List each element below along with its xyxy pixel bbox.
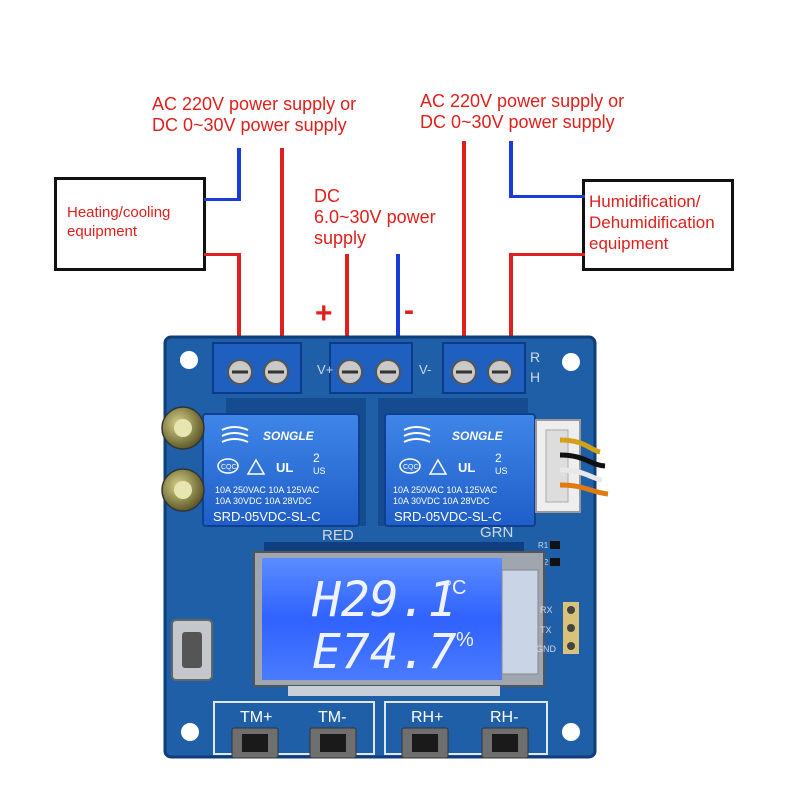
humidification-label-line3: equipment	[589, 234, 669, 253]
right-supply-label-line1: AC 220V power supply or	[420, 91, 625, 111]
lcd-screen	[262, 558, 502, 680]
heating-cooling-box: Heating/cooling equipment	[54, 177, 206, 271]
relay-spec-line1: 10A 250VAC 10A 125VAC	[393, 485, 498, 495]
heating-cooling-label-line1: Heating/cooling	[67, 204, 171, 221]
songle-logo-icon	[221, 426, 249, 443]
songle-logo-icon	[403, 426, 431, 443]
plus-sign: +	[315, 297, 333, 330]
mount-hole	[181, 723, 199, 741]
micro-usb-port[interactable]	[171, 619, 213, 681]
sensor-connector	[535, 419, 609, 513]
rh-minus-label: RH-	[490, 709, 518, 726]
mount-hole	[562, 723, 580, 741]
h-silk: H	[530, 369, 540, 385]
terminal-block-power	[329, 342, 413, 394]
right-red-equipment-wire-horizontal	[509, 253, 585, 256]
heating-cooling-label-line2: equipment	[67, 223, 138, 240]
rh-minus-button[interactable]	[481, 727, 529, 759]
lcd-pins-bottom	[288, 686, 500, 696]
r-silk: R	[530, 349, 540, 365]
left-supply-label-line2: DC 0~30V power supply	[152, 115, 347, 135]
tm-button-frame	[213, 701, 375, 755]
warning-triangle-icon	[428, 458, 448, 475]
right-red-equipment-wire-vertical	[509, 253, 513, 345]
relay-brand: SONGLE	[263, 429, 315, 443]
capacitor-bottom	[161, 468, 205, 512]
left-blue-wire-horizontal	[204, 198, 241, 201]
relay-spec-line1: 10A 250VAC 10A 125VAC	[215, 485, 320, 495]
ul-number: 2	[313, 451, 320, 465]
terminal-block-right	[442, 342, 526, 394]
tm-minus-button[interactable]	[309, 727, 357, 759]
dc-supply-label-line2: 6.0~30V power	[314, 207, 436, 227]
relay-model: SRD-05VDC-SL-C	[394, 509, 502, 524]
relay-model: SRD-05VDC-SL-C	[213, 509, 321, 524]
mount-hole	[180, 351, 198, 369]
ul-mark-icon: UL	[276, 460, 293, 475]
humidification-label-line2: Dehumidification	[589, 213, 715, 232]
red-led-label: RED	[322, 527, 354, 544]
humidification-box: Humidification/ Dehumidification equipme…	[582, 179, 734, 271]
lcd-line1-unit: °C	[444, 577, 466, 599]
minus-sign: -	[404, 294, 414, 327]
right-blue-wire-vertical	[509, 141, 513, 198]
left-red-equipment-wire-horizontal	[204, 253, 241, 256]
ul-us: US	[495, 466, 508, 476]
tm-plus-button[interactable]	[231, 727, 279, 759]
serial-header	[563, 602, 579, 654]
relay-right: SONGLE CQC UL 2 US 10A 250VAC 10A 125VAC…	[384, 413, 536, 527]
ul-number: 2	[495, 451, 502, 465]
grn-led-label: GRN	[480, 524, 513, 541]
ul-mark-icon: UL	[458, 460, 475, 475]
cqc-mark: CQC	[403, 464, 419, 471]
left-red-supply-wire	[280, 148, 284, 345]
gnd-label: GND	[536, 644, 557, 654]
rh-plus-label: RH+	[411, 709, 443, 726]
left-red-equipment-wire-vertical	[237, 253, 241, 345]
tm-minus-label: TM-	[318, 709, 346, 726]
capacitor-top	[161, 406, 205, 450]
v-plus-silk: V+	[317, 362, 333, 377]
relay-spec-line2: 10A 30VDC 10A 28VDC	[393, 496, 490, 506]
ul-us: US	[313, 466, 326, 476]
dc-positive-wire	[345, 254, 349, 345]
cqc-mark: CQC	[221, 464, 237, 471]
relay-brand: SONGLE	[452, 429, 504, 443]
rh-button-frame	[384, 701, 548, 755]
relay-left: SONGLE CQC UL 2 US 10A 250VAC 10A 125VAC…	[202, 413, 360, 527]
lcd-line2-unit: %	[456, 629, 474, 651]
dc-negative-wire	[396, 254, 400, 345]
right-blue-wire-horizontal	[509, 195, 585, 198]
rh-plus-button[interactable]	[401, 727, 449, 759]
terminal-block-left	[212, 342, 302, 394]
lcd-line2-value: E74.7	[312, 624, 457, 680]
left-supply-label-line1: AC 220V power supply or	[152, 94, 357, 114]
left-blue-wire-vertical	[237, 148, 241, 201]
right-red-supply-wire	[462, 141, 466, 345]
mount-hole	[562, 353, 580, 371]
rx-label: RX	[540, 605, 553, 615]
dc-supply-label-line1: DC	[314, 186, 340, 206]
right-supply-label-line2: DC 0~30V power supply	[420, 112, 615, 132]
r1-label: R1	[538, 541, 549, 550]
tm-plus-label: TM+	[240, 709, 272, 726]
relay-spec-line2: 10A 30VDC 10A 28VDC	[215, 496, 312, 506]
warning-triangle-icon	[246, 458, 266, 475]
humidification-label-line1: Humidification/	[589, 192, 701, 211]
lcd-line1-value: H29.1	[311, 572, 457, 628]
tx-label: TX	[540, 625, 552, 635]
v-minus-silk: V-	[419, 362, 431, 377]
dc-supply-label-line3: supply	[314, 228, 367, 248]
